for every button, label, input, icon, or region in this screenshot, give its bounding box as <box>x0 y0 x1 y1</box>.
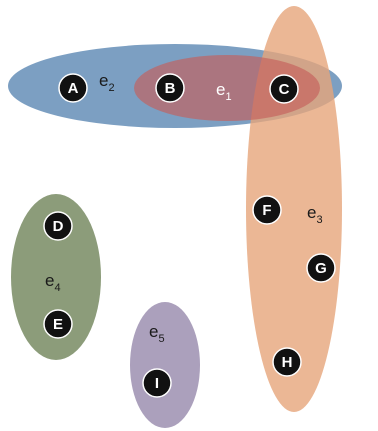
hyperedge-e1-region <box>134 55 320 121</box>
hyperedge-label-subscript: 4 <box>54 282 60 294</box>
node-B-label: B <box>165 80 176 97</box>
node-E: E <box>43 309 73 339</box>
node-E-label: E <box>53 316 63 333</box>
hyperedge-e3-label: e3 <box>307 203 323 226</box>
hyperedge-e4: e4 <box>11 194 101 360</box>
node-H-circle <box>272 347 302 377</box>
node-C-label: C <box>279 81 290 98</box>
hyperedge-e5-label: e5 <box>149 322 165 345</box>
node-B: B <box>155 73 185 103</box>
hyperedge-label-subscript: 5 <box>158 333 164 345</box>
node-B-circle <box>155 73 185 103</box>
hyperedge-label-subscript: 1 <box>225 91 231 103</box>
node-C: C <box>269 74 299 104</box>
node-D-label: D <box>53 218 64 235</box>
node-D: D <box>43 211 73 241</box>
node-E-circle <box>43 309 73 339</box>
node-C-circle <box>269 74 299 104</box>
hyperedge-e5-region <box>130 302 200 428</box>
hyperedge-label-base: e <box>99 71 108 90</box>
hyperedge-e4-label: e4 <box>45 271 61 294</box>
hyperedge-label-base: e <box>307 203 316 222</box>
node-H: H <box>272 347 302 377</box>
hyperedge-label-subscript: 3 <box>316 214 322 226</box>
hyperedge-label-base: e <box>149 322 158 341</box>
node-I-circle <box>142 368 172 398</box>
node-I: I <box>142 368 172 398</box>
node-I-label: I <box>155 375 159 392</box>
hyperedge-label-subscript: 2 <box>108 82 114 94</box>
node-F-label: F <box>262 202 271 219</box>
hyperedge-label-base: e <box>45 271 54 290</box>
hyperedge-label-base: e <box>216 80 225 99</box>
hyperedge-e4-region <box>11 194 101 360</box>
hyperedge-e2-label: e2 <box>99 71 115 94</box>
node-F-circle <box>252 195 282 225</box>
hyperedge-e5: e5 <box>130 302 200 428</box>
node-G-label: G <box>315 260 327 277</box>
node-H-label: H <box>282 354 293 371</box>
node-D-circle <box>43 211 73 241</box>
nodes-layer: A B C D E F G H I <box>43 73 336 398</box>
node-G: G <box>306 253 336 283</box>
node-G-circle <box>306 253 336 283</box>
node-A: A <box>58 73 88 103</box>
node-A-label: A <box>68 80 79 97</box>
hyperedge-e1-label: e1 <box>216 80 232 103</box>
hyperedge-e1: e1 <box>134 55 320 121</box>
node-F: F <box>252 195 282 225</box>
node-A-circle <box>58 73 88 103</box>
